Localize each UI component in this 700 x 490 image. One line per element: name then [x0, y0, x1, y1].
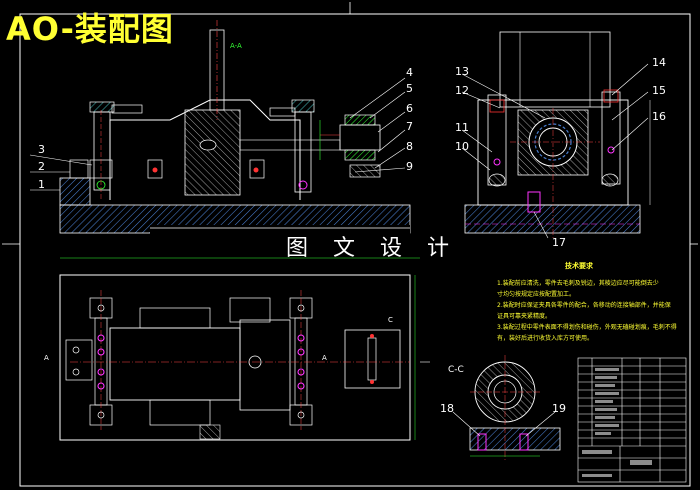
part-number-5: 5	[406, 82, 413, 95]
front-view	[59, 20, 411, 235]
view-label-right: A	[322, 354, 327, 362]
front-view-leaders	[29, 77, 406, 191]
part-number-14: 14	[652, 56, 666, 69]
top-view	[59, 257, 430, 441]
part-number-7: 7	[406, 120, 413, 133]
tech-requirements-line-2: 寸均匀按规定应按配置加工。	[497, 290, 575, 298]
tech-requirements-line-1: 1.装配前应清洗，零件去毛刺及锐边，其棱边应尽可能倒去少	[497, 279, 659, 287]
tech-requirements-line-6: 有，装好后进行收货入库方可使用。	[497, 334, 593, 342]
technical-requirements: 技术要求 1.装配前应清洗，零件去毛刺及锐边，其棱边应尽可能倒去少 寸均匀按规定…	[497, 261, 677, 342]
tech-requirements-line-3: 2.装配时应保证夹具各零件的配合，各移动的连接轴部件，并能保	[497, 301, 671, 309]
detail-view-c-c	[452, 355, 561, 460]
part-number-15: 15	[652, 84, 666, 97]
side-view	[464, 31, 651, 240]
part-number-1: 1	[38, 178, 45, 191]
part-number-3: 3	[38, 143, 45, 156]
part-number-16: 16	[652, 110, 666, 123]
part-number-9: 9	[406, 160, 413, 173]
part-number-6: 6	[406, 102, 413, 115]
top-view-labels: A A C	[44, 316, 393, 362]
watermark-text: 图 文 设 计	[286, 236, 458, 261]
section-label-top: A-A	[230, 42, 242, 50]
section-label-detail: C-C	[448, 365, 464, 375]
side-view-leaders	[461, 63, 649, 239]
part-number-12: 12	[455, 84, 469, 97]
tech-requirements-line-5: 3.装配过程中零件表面不得划伤和碰伤，外观无磕碰划痕，毛刺不得	[497, 323, 677, 331]
part-number-4: 4	[406, 66, 413, 79]
detail-view-labels: C-C 18 19	[440, 365, 566, 415]
part-number-17: 17	[552, 236, 566, 249]
part-number-10: 10	[455, 140, 469, 153]
title-block	[577, 357, 687, 483]
tech-requirements-line-4: 证具可靠夹紧精度。	[497, 312, 551, 320]
side-view-part-labels: 10 11 12 13 14 15 16 17	[455, 56, 666, 249]
view-label-c: C	[388, 316, 393, 324]
view-label-left: A	[44, 354, 49, 362]
part-number-13: 13	[455, 65, 469, 78]
part-number-19: 19	[552, 402, 566, 415]
tech-requirements-heading: 技术要求	[565, 261, 594, 270]
part-number-18: 18	[440, 402, 454, 415]
part-number-11: 11	[455, 121, 469, 134]
part-number-2: 2	[38, 160, 45, 173]
sheet-title: AO-装配图	[6, 10, 174, 48]
title-block-fill	[582, 368, 652, 477]
front-view-part-labels: 1 2 3 4 5 6 7 8 9	[38, 66, 413, 191]
part-number-8: 8	[406, 140, 413, 153]
